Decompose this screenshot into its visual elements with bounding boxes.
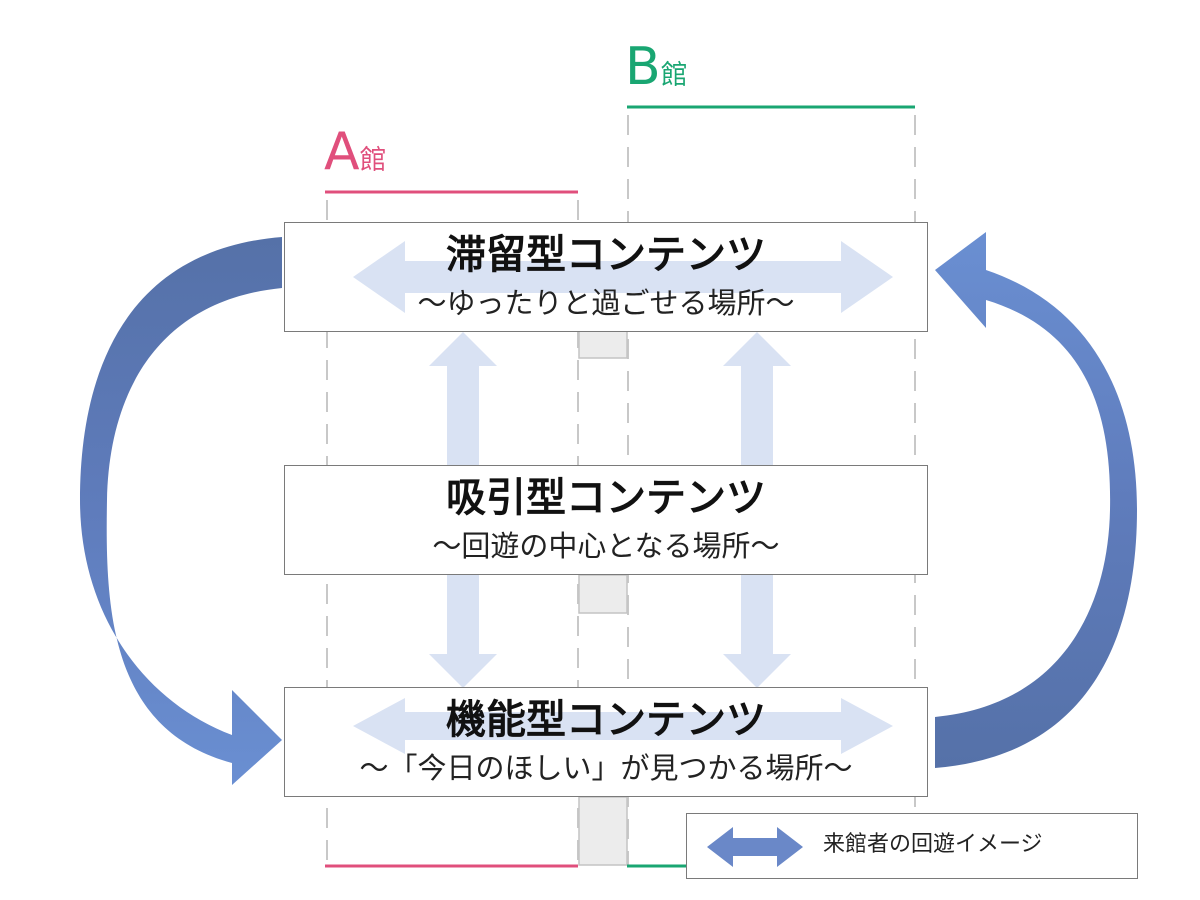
building-a-label: A館 (324, 126, 387, 178)
building-b-suffix: 館 (660, 60, 688, 91)
corridor-segment (578, 796, 628, 866)
stay-content-title: 滞留型コンテンツ (446, 232, 766, 278)
function-content-title: 機能型コンテンツ (446, 697, 766, 743)
corridor-segment (578, 329, 628, 359)
building-a-suffix: 館 (359, 145, 387, 176)
attract-content-subtitle: ～回遊の中心となる場所～ (432, 529, 780, 563)
corridor-segment (578, 574, 628, 614)
building-a-letter: A (324, 122, 360, 182)
stay-content-box: 滞留型コンテンツ ～ゆったりと過ごせる場所～ (284, 222, 928, 332)
function-content-box: 機能型コンテンツ ～「今日のほしい」が見つかる場所～ (284, 687, 928, 797)
double-arrow-icon (707, 827, 803, 867)
stay-content-subtitle: ～ゆったりと過ごせる場所～ (417, 286, 795, 320)
attract-content-title: 吸引型コンテンツ (446, 475, 766, 521)
circulation-arrow-right (935, 232, 1137, 768)
circulation-arrow-left (80, 237, 282, 785)
attract-content-box: 吸引型コンテンツ ～回遊の中心となる場所～ (284, 465, 928, 575)
connecting-corridor (578, 329, 628, 866)
building-b-letter: B (625, 37, 661, 97)
building-b-label: B館 (625, 41, 688, 93)
legend-label: 来館者の回遊イメージ (823, 832, 1043, 857)
horizontal-double-arrow-top (353, 241, 893, 313)
legend: 来館者の回遊イメージ (686, 813, 1138, 879)
function-content-subtitle: ～「今日のほしい」が見つかる場所～ (359, 751, 853, 785)
horizontal-double-arrow-bottom (353, 698, 893, 754)
